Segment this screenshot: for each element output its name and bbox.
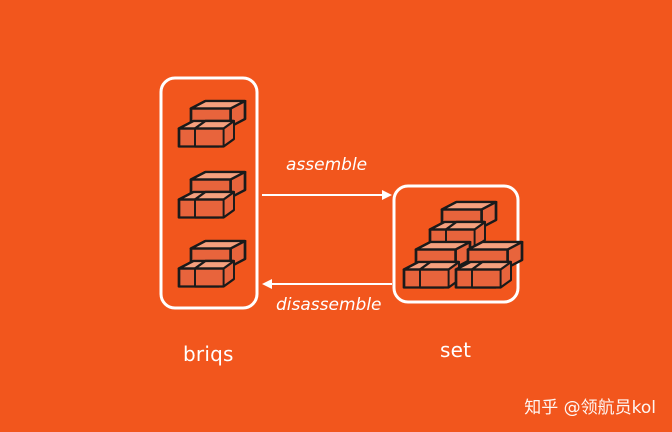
disassemble-arrow bbox=[262, 279, 392, 289]
assemble-arrow bbox=[262, 190, 392, 200]
disassemble-label: disassemble bbox=[276, 295, 382, 315]
set-label: set bbox=[440, 338, 472, 362]
assemble-label: assemble bbox=[286, 155, 368, 175]
brick-stack-icon bbox=[179, 101, 245, 287]
briqs-container bbox=[159, 76, 259, 310]
watermark-text: 知乎 @领航员kol bbox=[524, 398, 656, 418]
briqs-label: briqs bbox=[183, 342, 234, 366]
brick-set-icon bbox=[404, 202, 522, 288]
